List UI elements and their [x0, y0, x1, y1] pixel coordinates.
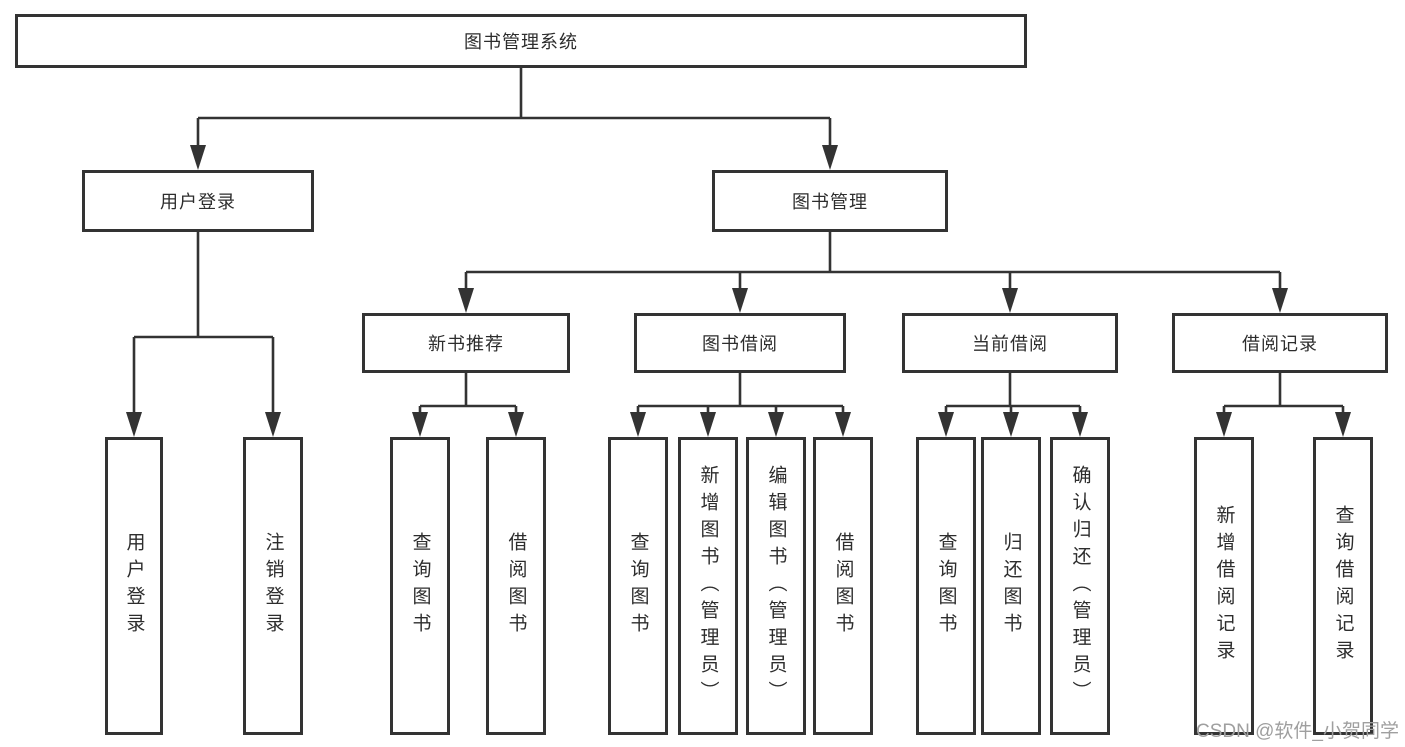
leaf-label: 确认归还（管理员） [1069, 464, 1091, 708]
leaf-label: 查询借阅记录 [1332, 505, 1354, 667]
leaf-label: 编辑图书（管理员） [765, 464, 787, 708]
leaf-borrow-books: 借阅图书 [813, 437, 873, 735]
leaf-return-books: 归还图书 [981, 437, 1041, 735]
node-borrow-records: 借阅记录 [1172, 313, 1388, 373]
leaf-label: 查询图书 [409, 532, 431, 640]
leaf-label: 注销登录 [262, 532, 284, 640]
leaf-label: 查询图书 [627, 532, 649, 640]
leaf-logout: 注销登录 [243, 437, 303, 735]
leaf-query-books-recommend: 查询图书 [390, 437, 450, 735]
leaf-label: 借阅图书 [505, 532, 527, 640]
leaf-label: 新增借阅记录 [1213, 505, 1235, 667]
node-book-management: 图书管理 [712, 170, 948, 232]
node-current-borrow: 当前借阅 [902, 313, 1118, 373]
leaf-label: 查询图书 [935, 532, 957, 640]
leaf-label: 用户登录 [123, 532, 145, 640]
leaf-query-books-borrow: 查询图书 [608, 437, 668, 735]
leaf-borrow-books-recommend: 借阅图书 [486, 437, 546, 735]
leaf-query-books-current: 查询图书 [916, 437, 976, 735]
node-new-book-recommend: 新书推荐 [362, 313, 570, 373]
leaf-label: 借阅图书 [832, 532, 854, 640]
leaf-confirm-return-admin: 确认归还（管理员） [1050, 437, 1110, 735]
csdn-watermark: CSDN @软件_小贺同学 [1196, 721, 1399, 742]
leaf-add-books-admin: 新增图书（管理员） [678, 437, 738, 735]
leaf-query-borrow-record: 查询借阅记录 [1313, 437, 1373, 735]
leaf-label: 归还图书 [1000, 532, 1022, 640]
leaf-user-login: 用户登录 [105, 437, 163, 735]
leaf-label: 新增图书（管理员） [697, 464, 719, 708]
leaf-edit-books-admin: 编辑图书（管理员） [746, 437, 806, 735]
node-library-system: 图书管理系统 [15, 14, 1027, 68]
leaf-add-borrow-record: 新增借阅记录 [1194, 437, 1254, 735]
node-book-borrow: 图书借阅 [634, 313, 846, 373]
node-user-login: 用户登录 [82, 170, 314, 232]
